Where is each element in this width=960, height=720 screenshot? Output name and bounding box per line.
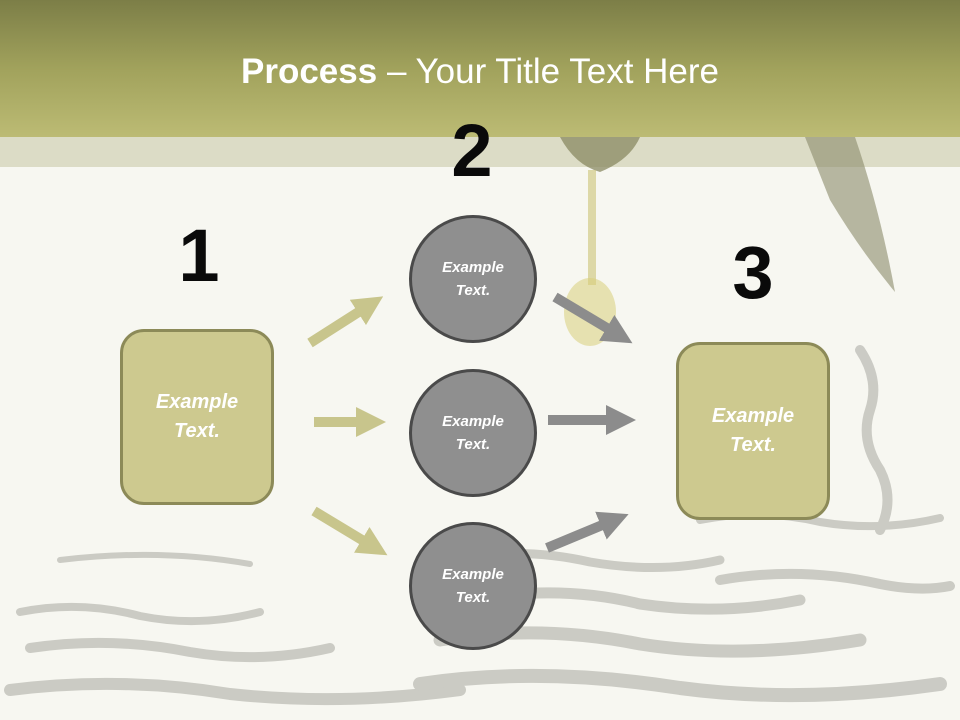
step-1-text: Example Text.	[155, 391, 239, 442]
step-3-box: Example Text.	[676, 342, 830, 520]
slide-title-bold: Process	[241, 52, 378, 91]
step-number-2: 2	[451, 109, 493, 192]
step-1-box: Example Text.	[120, 329, 274, 505]
circle-bottom-text: Example Text.	[442, 566, 504, 606]
slide-title: Process – Your Title Text Here	[0, 52, 960, 92]
title-bar	[0, 0, 960, 137]
arrow-to-top-circle	[307, 296, 384, 348]
arrow-to-bottom-circle	[311, 506, 388, 556]
circle-top-text: Example Text.	[442, 259, 504, 299]
arrow-bottom-circle-to-step-3	[545, 511, 629, 553]
step-3-text: Example Text.	[711, 405, 795, 456]
step-2-circle-top: Example Text.	[409, 215, 537, 343]
step-2-circle-middle: Example Text.	[409, 369, 537, 497]
step-number-1: 1	[178, 214, 220, 297]
step-2-circle-bottom: Example Text.	[409, 522, 537, 650]
circle-middle-text: Example Text.	[442, 413, 504, 453]
arrow-top-circle-to-step-3	[552, 292, 633, 344]
title-bar-band	[0, 137, 960, 167]
step-number-3: 3	[732, 231, 774, 314]
slide-title-rest: – Your Title Text Here	[377, 52, 719, 91]
